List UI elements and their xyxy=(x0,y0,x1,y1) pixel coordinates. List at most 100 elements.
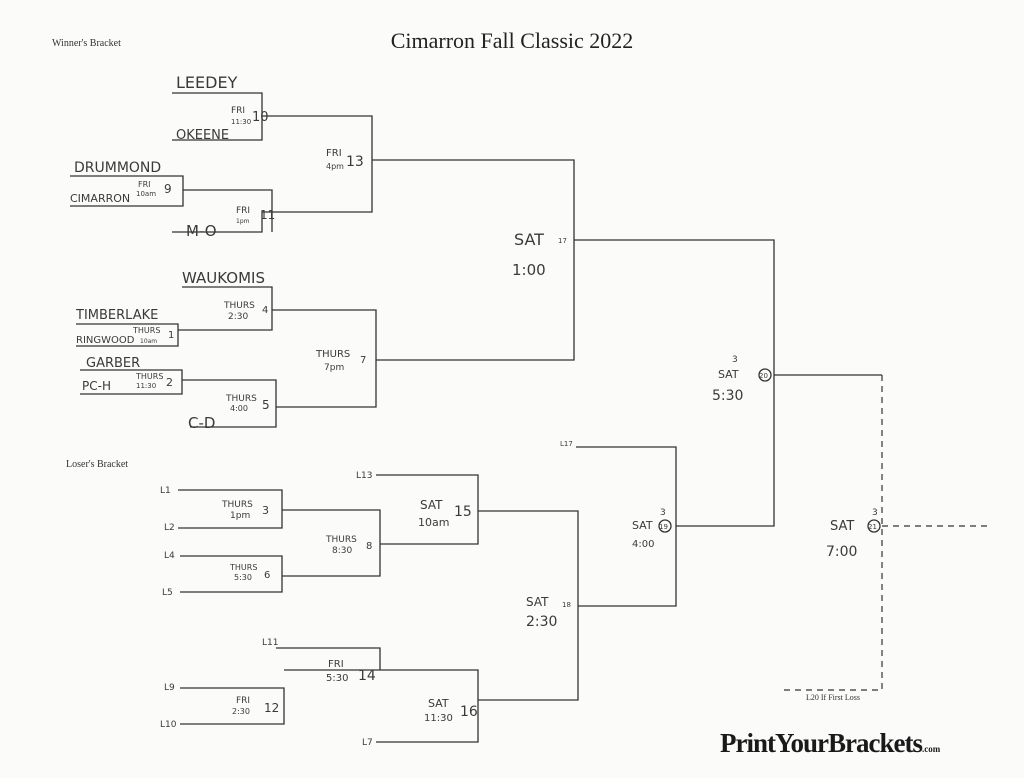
bracket-line xyxy=(178,489,283,529)
losers-bracket-lines xyxy=(178,446,677,743)
game-12-day: FRI xyxy=(236,696,250,706)
game-9-time: 10am xyxy=(136,190,156,198)
game-19-day: SAT xyxy=(632,519,653,532)
losers-bracket-label: Loser's Bracket xyxy=(66,459,129,470)
game-19-field: 3 xyxy=(660,508,666,518)
game-1-day: THURS xyxy=(132,326,160,335)
game-4-time: 2:30 xyxy=(228,312,248,322)
game-16-day: SAT xyxy=(428,697,449,710)
bracket-line xyxy=(376,474,479,511)
game-4-number: 4 xyxy=(262,305,268,316)
loser-slot-l7: L7 xyxy=(362,738,373,748)
game-9-number: 9 xyxy=(164,182,172,196)
bracket-line xyxy=(76,323,179,347)
game-6-day: THURS xyxy=(229,563,257,572)
game-19-time: 4:00 xyxy=(632,539,654,550)
team-garber: GARBER xyxy=(86,356,140,371)
game-15-time: 10am xyxy=(418,516,449,529)
game-8-number: 8 xyxy=(366,541,372,552)
game-3-number: 3 xyxy=(262,504,269,517)
game-6-number: 6 xyxy=(264,570,270,581)
loser-slot-l1: L1 xyxy=(160,486,171,496)
game-3-day: THURS xyxy=(221,500,253,510)
game-12-number: 12 xyxy=(264,701,279,715)
game-12-time: 2:30 xyxy=(232,707,250,716)
team-ringwood: RINGWOOD xyxy=(76,335,135,346)
game-6-time: 5:30 xyxy=(234,573,252,582)
game-21-time: 7:00 xyxy=(826,544,857,560)
team-timberlake: TIMBERLAKE xyxy=(75,308,158,323)
bracket-line xyxy=(780,375,883,691)
game-7-day: THURS xyxy=(315,349,350,360)
game-5-day: THURS xyxy=(225,394,257,404)
game-19-number: 19 xyxy=(659,523,668,531)
game-21-circle xyxy=(867,519,881,533)
game-2-number: 2 xyxy=(166,376,173,389)
bracket-line xyxy=(180,687,285,725)
game-7-number: 7 xyxy=(360,355,366,366)
game-15-day: SAT xyxy=(420,498,443,512)
bracket-line xyxy=(376,700,479,743)
game-2-time: 11:30 xyxy=(136,382,156,390)
loser-slot-l11: L11 xyxy=(262,638,278,648)
game-4-day: THURS xyxy=(223,301,255,311)
game-14-day: FRI xyxy=(328,659,344,670)
bracket-line xyxy=(183,189,273,232)
game-10-day: FRI xyxy=(231,106,245,116)
loser-slot-l13: L13 xyxy=(356,471,372,481)
game-17-time: 1:00 xyxy=(512,261,546,279)
game-16-number: 16 xyxy=(460,704,478,720)
bracket-line xyxy=(70,175,184,207)
page-title: Cimarron Fall Classic 2022 xyxy=(390,28,634,53)
if-game-lines xyxy=(780,375,990,691)
bracket-line xyxy=(80,369,183,395)
game-21-field: 3 xyxy=(872,508,878,518)
bracket-line xyxy=(276,647,381,670)
bracket-line xyxy=(178,286,273,331)
game-14-time: 5:30 xyxy=(326,673,348,684)
game-16-time: 11:30 xyxy=(424,713,453,724)
loser-slot-l4: L4 xyxy=(164,551,175,561)
winners-bracket-lines xyxy=(70,92,882,527)
loser-slot-l5: L5 xyxy=(162,588,173,598)
game-21-day: SAT xyxy=(830,519,854,534)
game-8-time: 8:30 xyxy=(332,546,352,556)
brand-logo: PrintYourBrackets.com xyxy=(720,728,941,758)
game-20-circle xyxy=(758,368,772,382)
game-20-field: 3 xyxy=(732,355,738,365)
bracket-line xyxy=(574,239,775,527)
game-7-time: 7pm xyxy=(324,363,344,373)
game-11-number: 11 xyxy=(260,208,275,222)
game-20-time: 5:30 xyxy=(712,388,743,404)
winners-bracket-label: Winner's Bracket xyxy=(52,38,121,49)
game-19-circle xyxy=(658,519,672,533)
game-10-time: 11:30 xyxy=(231,118,251,126)
game-17-day: SAT xyxy=(514,230,544,249)
game-13-number: 13 xyxy=(346,154,364,170)
team-okeene: OKEENE xyxy=(176,128,229,143)
game-10-number: 10 xyxy=(252,110,269,125)
game-5-number: 5 xyxy=(262,398,270,412)
game-1-time: 10am xyxy=(140,338,157,345)
game-18-number: 18 xyxy=(562,601,571,609)
bracket-line xyxy=(172,115,373,233)
game-13-time: 4pm xyxy=(326,162,344,171)
team-m-o: M-O xyxy=(186,222,217,240)
game-21-number: 21 xyxy=(868,523,877,531)
bracket-line xyxy=(372,159,575,361)
loser-slot-l10: L10 xyxy=(160,720,177,730)
game-2-day: THURS xyxy=(135,372,163,381)
loser-slot-l2: L2 xyxy=(164,523,175,533)
bracket-line xyxy=(576,446,677,607)
game-20-number: 20 xyxy=(759,372,768,380)
game-9-day: FRI xyxy=(138,180,151,189)
team-leedey: LEEDEY xyxy=(176,73,238,92)
l20-note: L20 If First Loss xyxy=(806,693,860,702)
game-14-number: 14 xyxy=(358,668,376,684)
game-20-day: SAT xyxy=(718,368,739,381)
loser-slot-l17: L17 xyxy=(560,440,573,448)
bracket-line xyxy=(380,511,479,545)
game-11-day: FRI xyxy=(236,206,250,216)
loser-slot-l9: L9 xyxy=(164,683,175,693)
